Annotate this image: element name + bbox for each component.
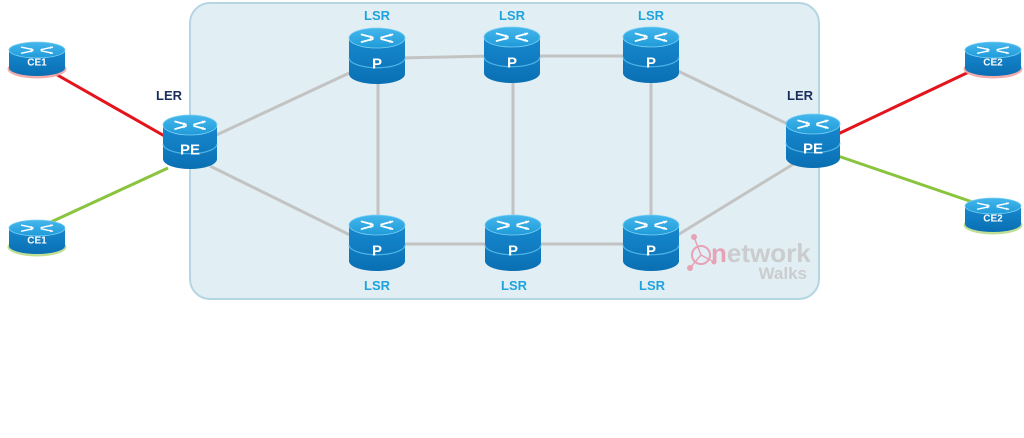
router-p-top-3-label: P	[646, 54, 656, 71]
router-p-top-3[interactable]: P	[622, 26, 680, 83]
router-p-bottom-2[interactable]: P	[484, 214, 542, 271]
router-ce1-top-label: CE1	[27, 58, 47, 69]
role-label-p-top-3: LSR	[638, 8, 665, 23]
link-ce1-bottom-pe-left	[37, 166, 169, 230]
router-pe-right-label: PE	[803, 140, 823, 157]
link-p-top-3-pe-right	[675, 68, 801, 132]
router-p-bottom-2-label: P	[508, 242, 518, 259]
link-p-bottom-3-pe-right	[675, 158, 801, 238]
watermark-tagline: Walks	[758, 264, 807, 283]
role-labels: LSR LSR LSR LSR LSR LSR LER LER	[156, 8, 814, 293]
router-p-bottom-3-label: P	[646, 242, 656, 259]
network-walks-watermark: network Walks	[687, 234, 811, 283]
router-pe-left[interactable]: PE	[162, 114, 218, 169]
watermark-brand-first-letter: n	[711, 238, 727, 268]
router-arrows-icon	[174, 120, 206, 131]
router-ce1-bottom-label: CE1	[27, 236, 47, 247]
router-arrows-icon	[360, 33, 394, 44]
router-arrows-icon	[495, 32, 529, 43]
router-arrows-icon	[20, 224, 54, 233]
router-ce1-top[interactable]: CE1	[7, 41, 67, 79]
router-ce2-bottom-label: CE2	[983, 214, 1003, 225]
router-p-top-1-label: P	[372, 55, 382, 72]
router-arrows-icon	[976, 46, 1010, 55]
router-ce1-bottom[interactable]: CE1	[7, 219, 67, 257]
role-label-pe-left: LER	[156, 88, 183, 103]
router-arrows-icon	[634, 32, 668, 43]
router-arrows-icon	[20, 46, 54, 55]
router-p-top-2[interactable]: P	[483, 26, 541, 83]
role-label-p-top-1: LSR	[364, 8, 391, 23]
router-p-top-1[interactable]: P	[348, 27, 406, 84]
router-p-bottom-1[interactable]: P	[348, 214, 406, 271]
link-pe-left-p-top-1	[209, 66, 361, 140]
router-ce2-top[interactable]: CE2	[963, 41, 1023, 79]
link-pe-left-p-bottom-1	[209, 164, 361, 242]
router-pe-left-label: PE	[180, 141, 200, 158]
link-pe-right-ce2-top	[837, 60, 991, 136]
role-label-p-bottom-1: LSR	[364, 278, 391, 293]
link-p-top-1-p-top-2	[399, 54, 491, 60]
router-arrows-icon	[634, 220, 668, 231]
link-ce1-top-pe-left	[37, 62, 169, 140]
role-label-p-bottom-2: LSR	[501, 278, 528, 293]
role-label-pe-right: LER	[787, 88, 814, 103]
role-label-p-bottom-3: LSR	[639, 278, 666, 293]
router-p-bottom-3[interactable]: P	[622, 214, 680, 271]
watermark-brand-rest: etwork	[727, 238, 811, 268]
watermark-brand: network	[711, 238, 811, 268]
watermark-nodes-icon	[687, 234, 717, 271]
router-arrows-icon	[360, 220, 394, 231]
role-label-p-top-2: LSR	[499, 8, 526, 23]
router-ce2-bottom[interactable]: CE2	[963, 197, 1023, 235]
router-pe-right[interactable]: PE	[785, 113, 841, 168]
links	[37, 54, 991, 246]
router-arrows-icon	[496, 220, 530, 231]
router-ce2-top-label: CE2	[983, 58, 1003, 69]
link-pe-right-ce2-bottom	[837, 154, 991, 210]
router-arrows-icon	[797, 119, 829, 130]
router-arrows-icon	[976, 202, 1010, 211]
router-p-top-2-label: P	[507, 54, 517, 71]
router-p-bottom-1-label: P	[372, 242, 382, 259]
